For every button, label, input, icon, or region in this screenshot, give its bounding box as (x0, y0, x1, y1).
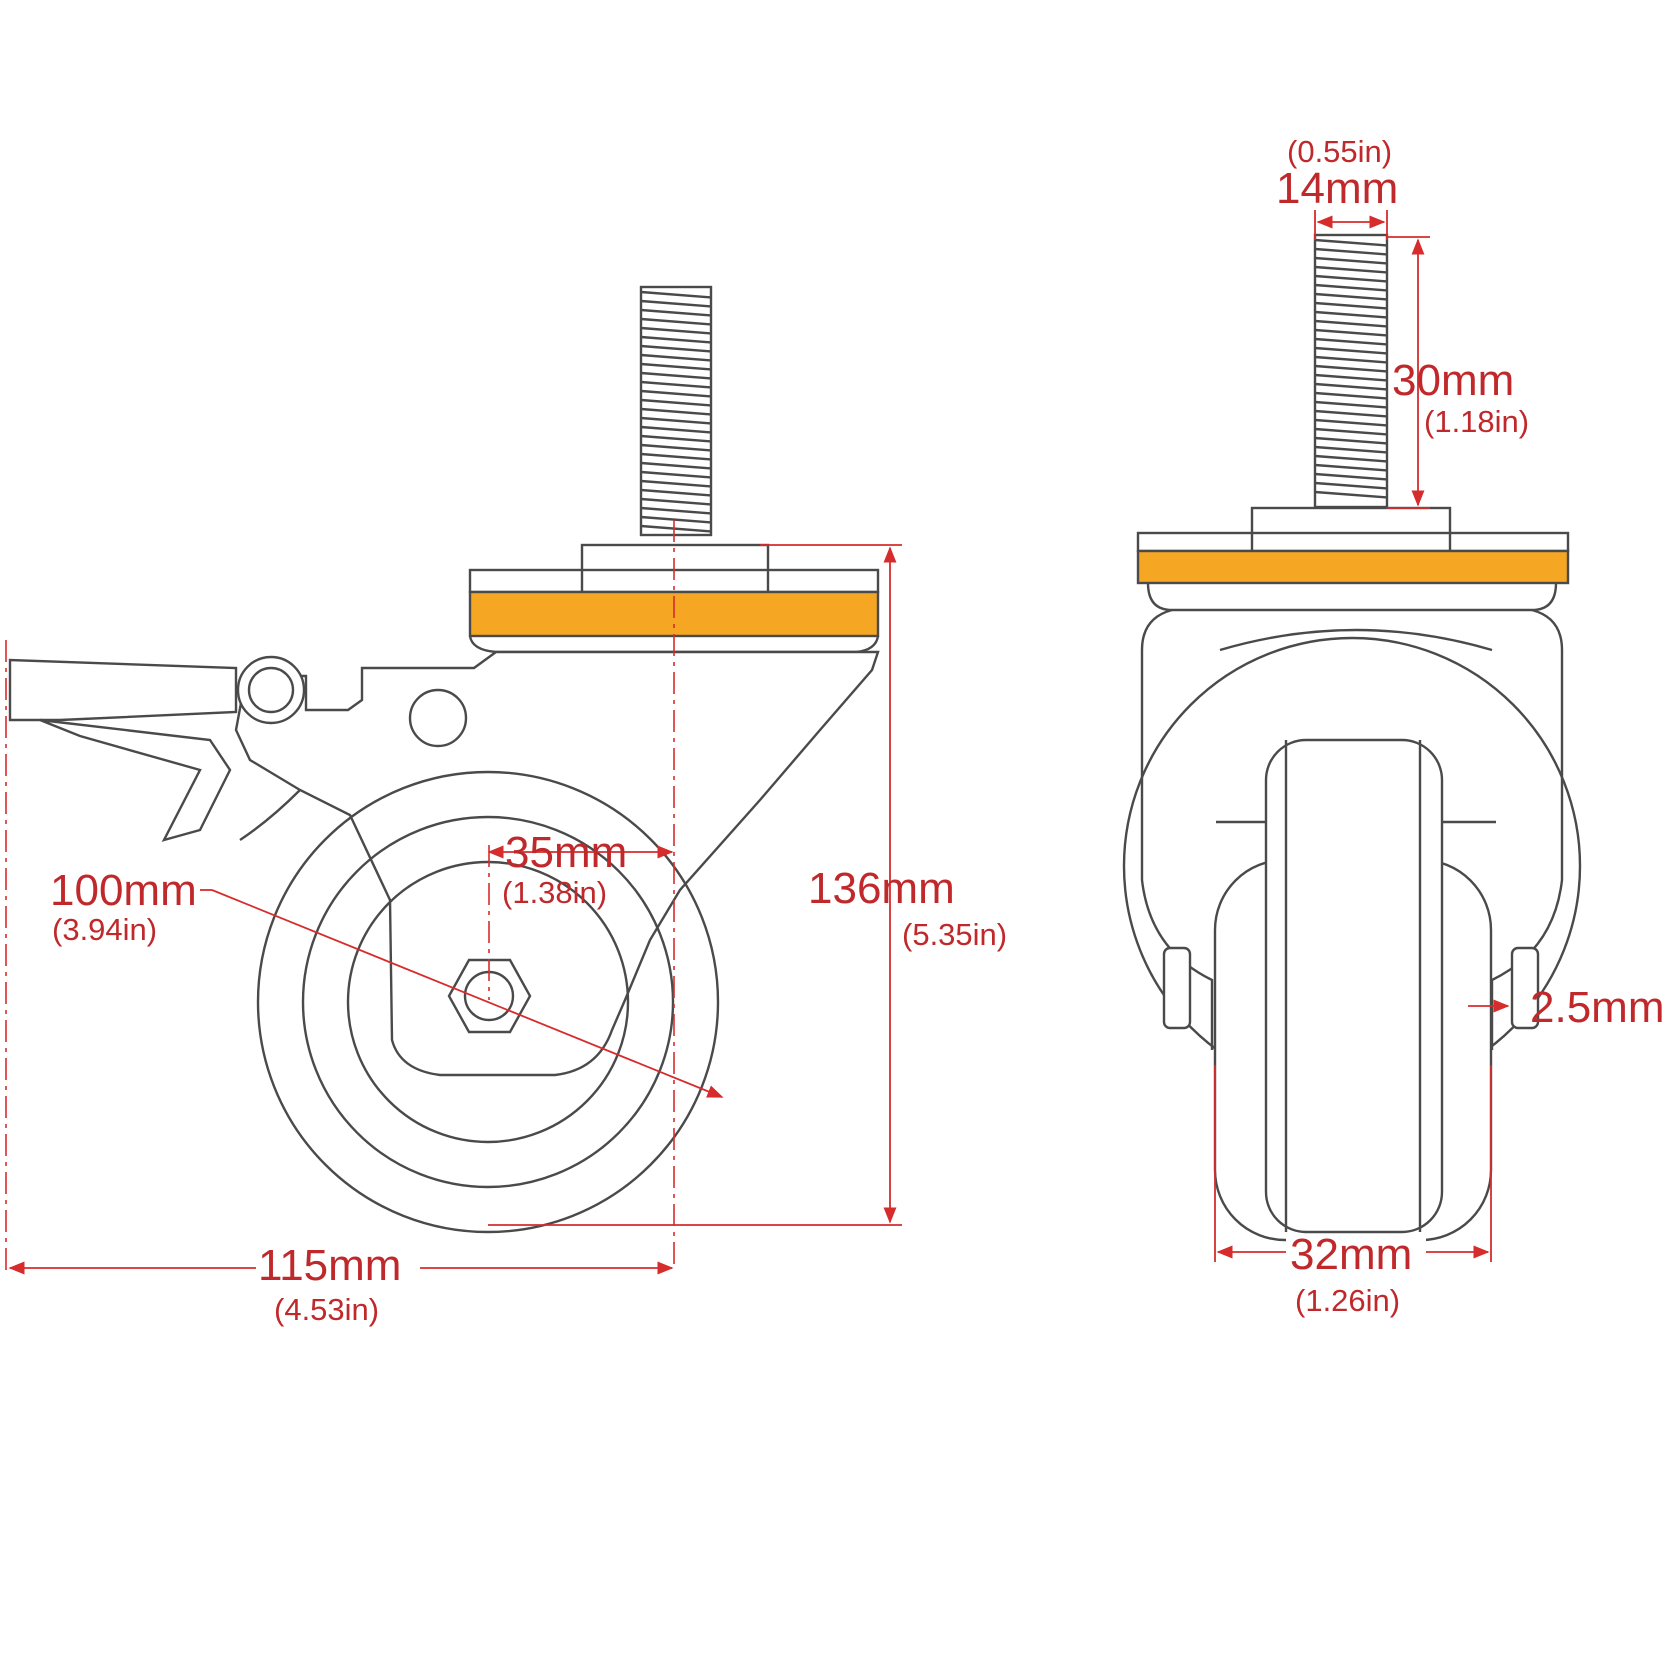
wheel-width-inch-label: (1.26in) (1295, 1283, 1400, 1318)
thread-line (1314, 283, 1388, 292)
thread-line (640, 317, 712, 326)
thread-line (640, 524, 712, 533)
side-brake-lever (8, 658, 301, 842)
thread-line (1314, 292, 1388, 301)
thread-line (1314, 265, 1388, 274)
thread-line (1314, 400, 1388, 409)
offset-inch-label: (1.38in) (502, 875, 607, 910)
thread-line (640, 443, 712, 452)
thread-line (640, 308, 712, 317)
thread-line (1314, 391, 1388, 400)
thread-line (640, 407, 712, 416)
thread-line (1314, 328, 1388, 337)
thread-line (1314, 355, 1388, 364)
thread-line (1314, 436, 1388, 445)
side-wheel (256, 770, 720, 1234)
stem-diameter-mm-label: 14mm (1276, 164, 1398, 213)
front-wheel (1213, 738, 1493, 1242)
thread-line (1314, 301, 1388, 310)
thread-line (640, 380, 712, 389)
bracket-thickness-mm-label: 2.5mm (1530, 983, 1664, 1032)
thread-line (640, 398, 712, 407)
thread-line (640, 434, 712, 443)
thread-line (1314, 427, 1388, 436)
thread-line (1314, 319, 1388, 328)
thread-line (640, 515, 712, 524)
thread-line (640, 479, 712, 488)
wheel-diameter-dimension-line (211, 889, 724, 1098)
thread-line (640, 371, 712, 380)
thread-line (640, 290, 712, 299)
thread-line (640, 506, 712, 515)
thread-line (640, 362, 712, 371)
thread-line (640, 416, 712, 425)
thread-line (1314, 247, 1388, 256)
thread-line (640, 452, 712, 461)
thread-line (1314, 256, 1388, 265)
thread-line (1314, 310, 1388, 319)
thread-line (1314, 346, 1388, 355)
thread-line (1314, 490, 1388, 499)
height-inch-label: (5.35in) (902, 917, 1007, 952)
thread-line (1314, 454, 1388, 463)
thread-line (640, 344, 712, 353)
thread-line (1314, 463, 1388, 472)
side-fork-bracket (234, 650, 880, 1077)
thread-line (1314, 481, 1388, 490)
height-mm-label: 136mm (808, 864, 955, 913)
right-axle-nut-icon (1510, 946, 1540, 1030)
thread-line (640, 326, 712, 335)
offset-mm-label: 35mm (505, 828, 627, 877)
thread-line (640, 497, 712, 506)
stem-length-inch-label: (1.18in) (1424, 404, 1529, 439)
thread-line (1314, 238, 1388, 247)
thread-line (1314, 373, 1388, 382)
thread-line (1314, 409, 1388, 418)
stem-length-mm-label: 30mm (1392, 356, 1514, 405)
front-fork-bracket (1122, 608, 1582, 1096)
thread-line (1314, 382, 1388, 391)
front-threaded-stem (1313, 233, 1389, 509)
thread-line (640, 425, 712, 434)
left-axle-nut-icon (1162, 946, 1192, 1030)
thread-line (640, 488, 712, 497)
axle-nut-icon (447, 958, 532, 1034)
thread-line (640, 299, 712, 308)
thread-line (640, 353, 712, 362)
wheel-width-mm-label: 32mm (1290, 1230, 1412, 1279)
thread-line (640, 470, 712, 479)
side-threaded-stem (639, 285, 713, 537)
thread-line (1314, 337, 1388, 346)
front-top-plate (1136, 506, 1570, 612)
side-view: 100mm (3.94in) 35mm (1.38in) 136mm (5.35… (5, 285, 1007, 1327)
front-view: (0.55in) 14mm 30mm (1.18in) 2.5mm 32mm (… (1122, 134, 1664, 1318)
length-inch-label: (4.53in) (274, 1292, 379, 1327)
thread-line (640, 335, 712, 344)
thread-line (1314, 472, 1388, 481)
thread-line (1314, 274, 1388, 283)
wheel-diameter-inch-label: (3.94in) (52, 912, 157, 947)
stem-diameter-inch-label: (0.55in) (1287, 134, 1392, 169)
thread-line (1314, 364, 1388, 373)
thread-line (1314, 445, 1388, 454)
thread-line (1314, 418, 1388, 427)
thread-line (640, 389, 712, 398)
wheel-diameter-mm-label: 100mm (50, 866, 197, 915)
length-mm-label: 115mm (258, 1241, 401, 1290)
thread-line (640, 461, 712, 470)
